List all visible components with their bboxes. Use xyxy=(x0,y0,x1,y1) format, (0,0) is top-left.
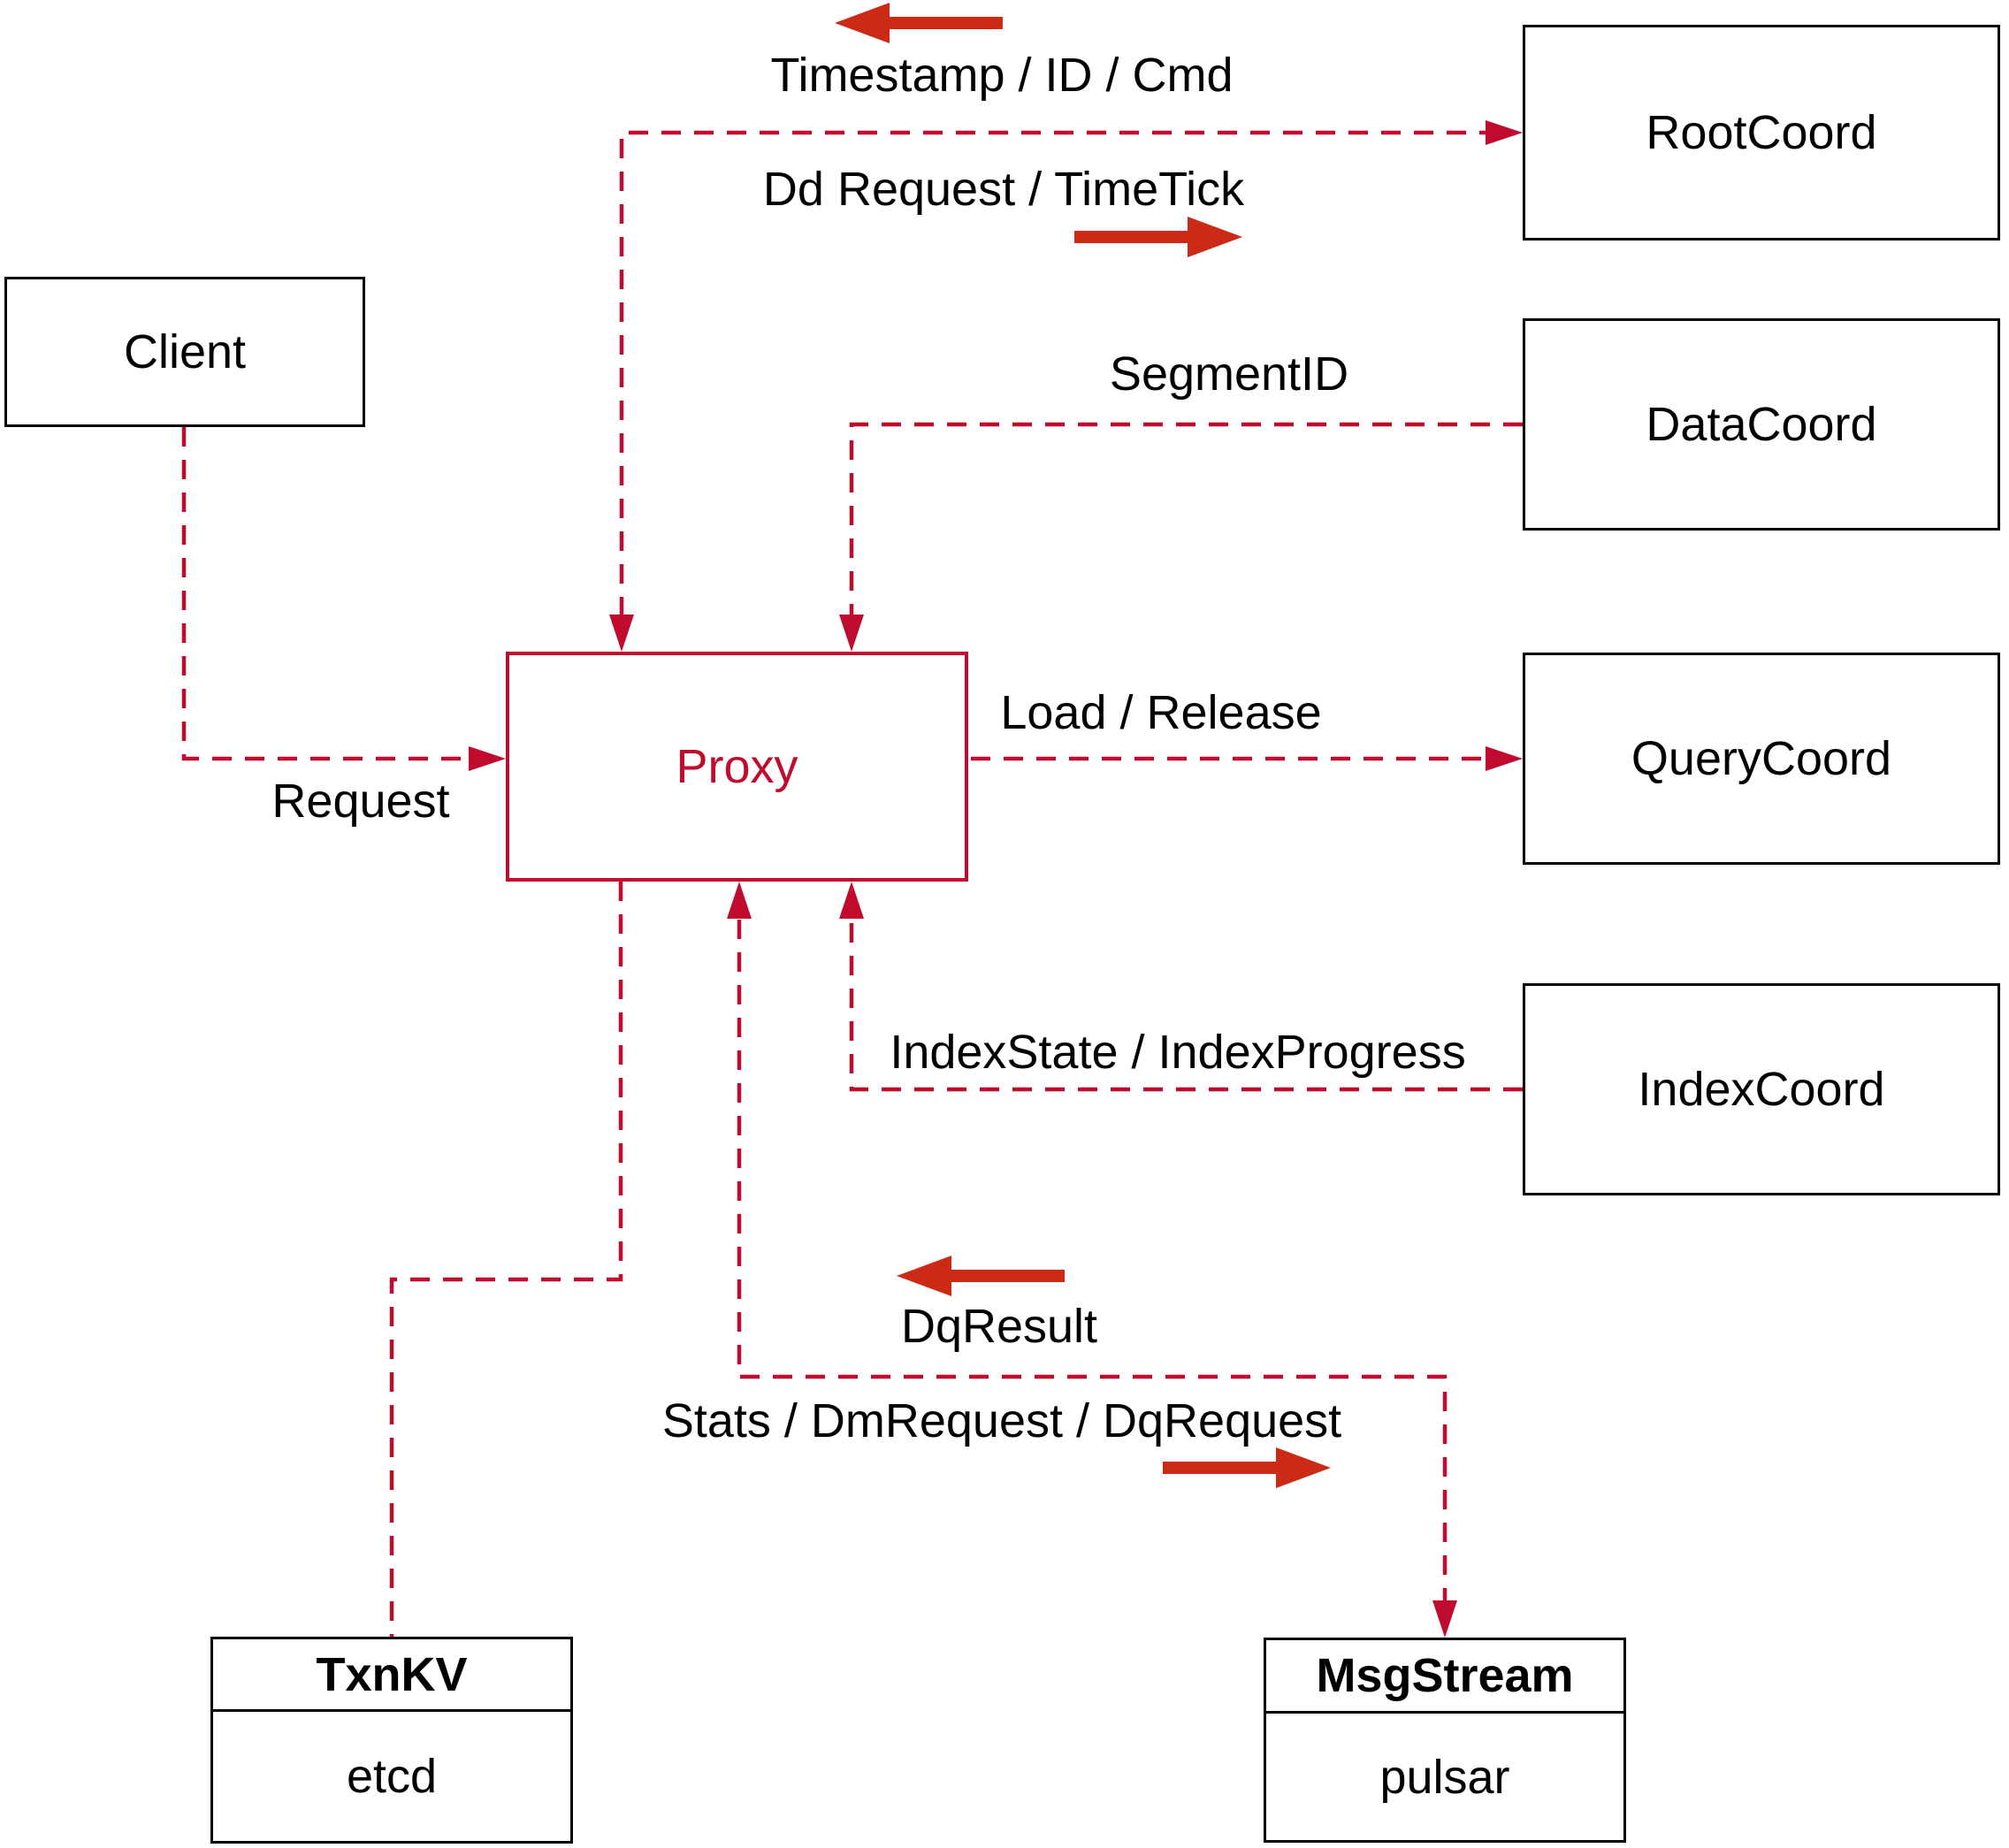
node-client-label: Client xyxy=(123,325,247,378)
node-querycoord: QueryCoord xyxy=(1523,653,2000,865)
arrowhead-into-proxy-top-data-icon xyxy=(839,615,864,652)
node-datacoord-label: DataCoord xyxy=(1646,398,1877,451)
node-msgstream-title: MsgStream xyxy=(1266,1640,1623,1714)
node-txnkv-subtitle: etcd xyxy=(346,1750,438,1803)
arrowhead-into-proxy-bottom-msg-icon xyxy=(727,882,752,919)
arrowhead-into-rootcoord-icon xyxy=(1486,120,1523,145)
node-rootcoord-label: RootCoord xyxy=(1646,106,1877,159)
arrowhead-into-msgstream-icon xyxy=(1432,1600,1457,1638)
edge-proxy-rootcoord xyxy=(619,130,1487,616)
arrowhead-into-proxy-left-icon xyxy=(469,746,506,771)
arrowhead-into-proxy-bottom-index-icon xyxy=(839,882,864,919)
arrowhead-into-proxy-top-root-icon xyxy=(609,615,634,652)
node-rootcoord: RootCoord xyxy=(1523,25,2000,241)
node-proxy-label: Proxy xyxy=(676,740,798,793)
node-txnkv-title: TxnKV xyxy=(213,1639,570,1712)
edge-label-load-release: Load / Release xyxy=(1000,686,1322,739)
edge-label-dq-result: DqResult xyxy=(900,1300,1098,1353)
edge-client-proxy xyxy=(181,427,470,761)
node-proxy: Proxy xyxy=(506,652,968,882)
edge-label-timestamp-id-cmd: Timestamp / ID / Cmd xyxy=(770,49,1234,102)
edge-label-stats-dm-dq-request: Stats / DmRequest / DqRequest xyxy=(661,1394,1342,1447)
node-indexcoord-label: IndexCoord xyxy=(1638,1063,1885,1116)
direction-arrow-left-timestamp-icon xyxy=(835,3,1003,43)
edge-proxy-txnkv xyxy=(389,882,623,1637)
direction-arrow-right-ddrequest-icon xyxy=(1074,217,1242,257)
arrowhead-into-querycoord-icon xyxy=(1486,746,1523,771)
edge-datacoord-proxy xyxy=(849,422,1523,616)
edge-label-index-state-progress: IndexState / IndexProgress xyxy=(890,1026,1466,1079)
node-client: Client xyxy=(4,277,365,427)
edge-indexcoord-proxy xyxy=(849,920,1523,1092)
direction-arrow-left-dqresult-icon xyxy=(897,1256,1065,1296)
direction-arrow-right-stats-icon xyxy=(1163,1447,1331,1488)
node-msgstream: MsgStream pulsar xyxy=(1264,1638,1626,1843)
node-txnkv: TxnKV etcd xyxy=(210,1637,573,1844)
node-indexcoord: IndexCoord xyxy=(1523,983,2000,1195)
node-datacoord: DataCoord xyxy=(1523,318,2000,531)
edge-label-segment-id: SegmentID xyxy=(1109,347,1349,401)
node-msgstream-subtitle: pulsar xyxy=(1379,1750,1510,1804)
edge-proxy-msgstream xyxy=(737,920,1448,1602)
edge-label-request: Request xyxy=(271,775,450,828)
edge-label-dd-request-timetick: Dd Request / TimeTick xyxy=(762,163,1245,216)
node-querycoord-label: QueryCoord xyxy=(1631,732,1892,785)
